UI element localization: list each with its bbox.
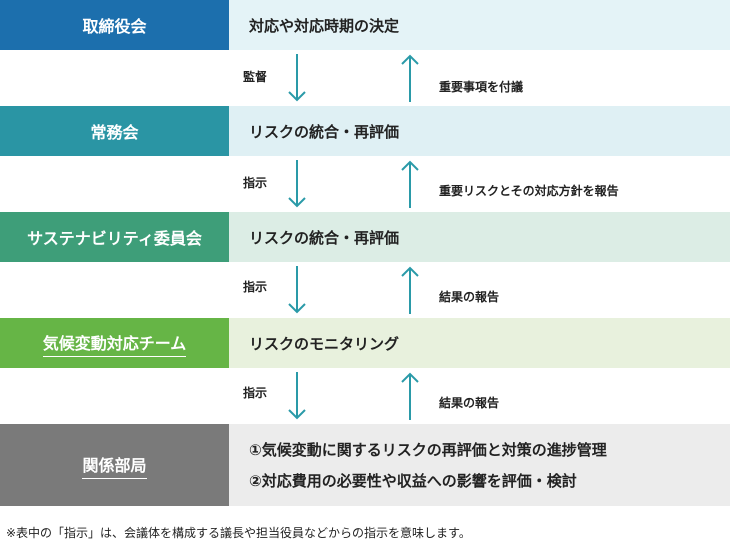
tier-label-departments: 関係部局: [0, 424, 229, 506]
tier-desc-text: リスクの統合・再評価: [249, 228, 400, 247]
tier-desc-line-2: ②対応費用の必要性や収益への影響を評価・検討: [249, 472, 577, 490]
down-label: 指示: [243, 280, 268, 294]
down-arrow-icon: [288, 372, 306, 420]
tier-desc-departments: ①気候変動に関するリスクの再評価と対策の進捗管理 ②対応費用の必要性や収益への影…: [229, 424, 730, 506]
tier-sustainability-committee: サステナビリティ委員会 リスクの統合・再評価: [0, 212, 730, 262]
flow-gap-2: 指示 重要リスクとその対応方針を報告: [0, 156, 730, 212]
flow-gap-3: 指示 結果の報告: [0, 262, 730, 318]
up-arrow-icon: [401, 266, 419, 314]
tier-related-departments: 関係部局 ①気候変動に関するリスクの再評価と対策の進捗管理 ②対応費用の必要性や…: [0, 424, 730, 506]
down-label: 指示: [243, 176, 268, 190]
down-label: 指示: [243, 386, 268, 400]
up-arrow-icon: [401, 372, 419, 420]
tier-label-text: 関係部局: [82, 452, 147, 479]
tier-desc-sustainability: リスクの統合・再評価: [229, 212, 730, 262]
flow-gap-1: 監督 重要事項を付議: [0, 50, 730, 106]
up-label: 重要リスクとその対応方針を報告: [439, 184, 619, 198]
tier-label-text: サステナビリティ委員会: [27, 229, 202, 248]
footnote: ※表中の「指示」は、会議体を構成する議長や担当役員などからの指示を意味します。: [6, 526, 471, 540]
tier-label-text: 常務会: [90, 123, 139, 142]
tier-desc-climate-team: リスクのモニタリング: [229, 318, 730, 368]
up-label: 重要事項を付議: [439, 80, 524, 94]
tier-board: 取締役会 対応や対応時期の決定: [0, 0, 730, 50]
tier-label-board: 取締役会: [0, 0, 229, 50]
tier-climate-team: 気候変動対応チーム リスクのモニタリング: [0, 318, 730, 368]
up-arrow-icon: [401, 160, 419, 208]
down-label: 監督: [243, 70, 268, 84]
down-arrow-icon: [288, 160, 306, 208]
down-arrow-icon: [288, 266, 306, 314]
up-arrow-icon: [401, 54, 419, 102]
tier-label-climate-team: 気候変動対応チーム: [0, 318, 229, 368]
tier-label-text: 気候変動対応チーム: [42, 330, 187, 357]
tier-desc-executive: リスクの統合・再評価: [229, 106, 730, 156]
tier-desc-text: リスクのモニタリング: [249, 334, 400, 353]
tier-desc-text: リスクの統合・再評価: [249, 122, 400, 141]
up-label: 結果の報告: [439, 290, 500, 304]
flow-gap-4: 指示 結果の報告: [0, 368, 730, 424]
tier-desc-board: 対応や対応時期の決定: [229, 0, 730, 50]
down-arrow-icon: [288, 54, 306, 102]
tier-desc-line-1: ①気候変動に関するリスクの再評価と対策の進捗管理: [249, 441, 607, 459]
tier-label-sustainability: サステナビリティ委員会: [0, 212, 229, 262]
tier-executive-committee: 常務会 リスクの統合・再評価: [0, 106, 730, 156]
tier-label-executive: 常務会: [0, 106, 229, 156]
tier-label-text: 取締役会: [82, 17, 147, 36]
up-label: 結果の報告: [439, 396, 500, 410]
tier-desc-text: 対応や対応時期の決定: [249, 16, 400, 35]
